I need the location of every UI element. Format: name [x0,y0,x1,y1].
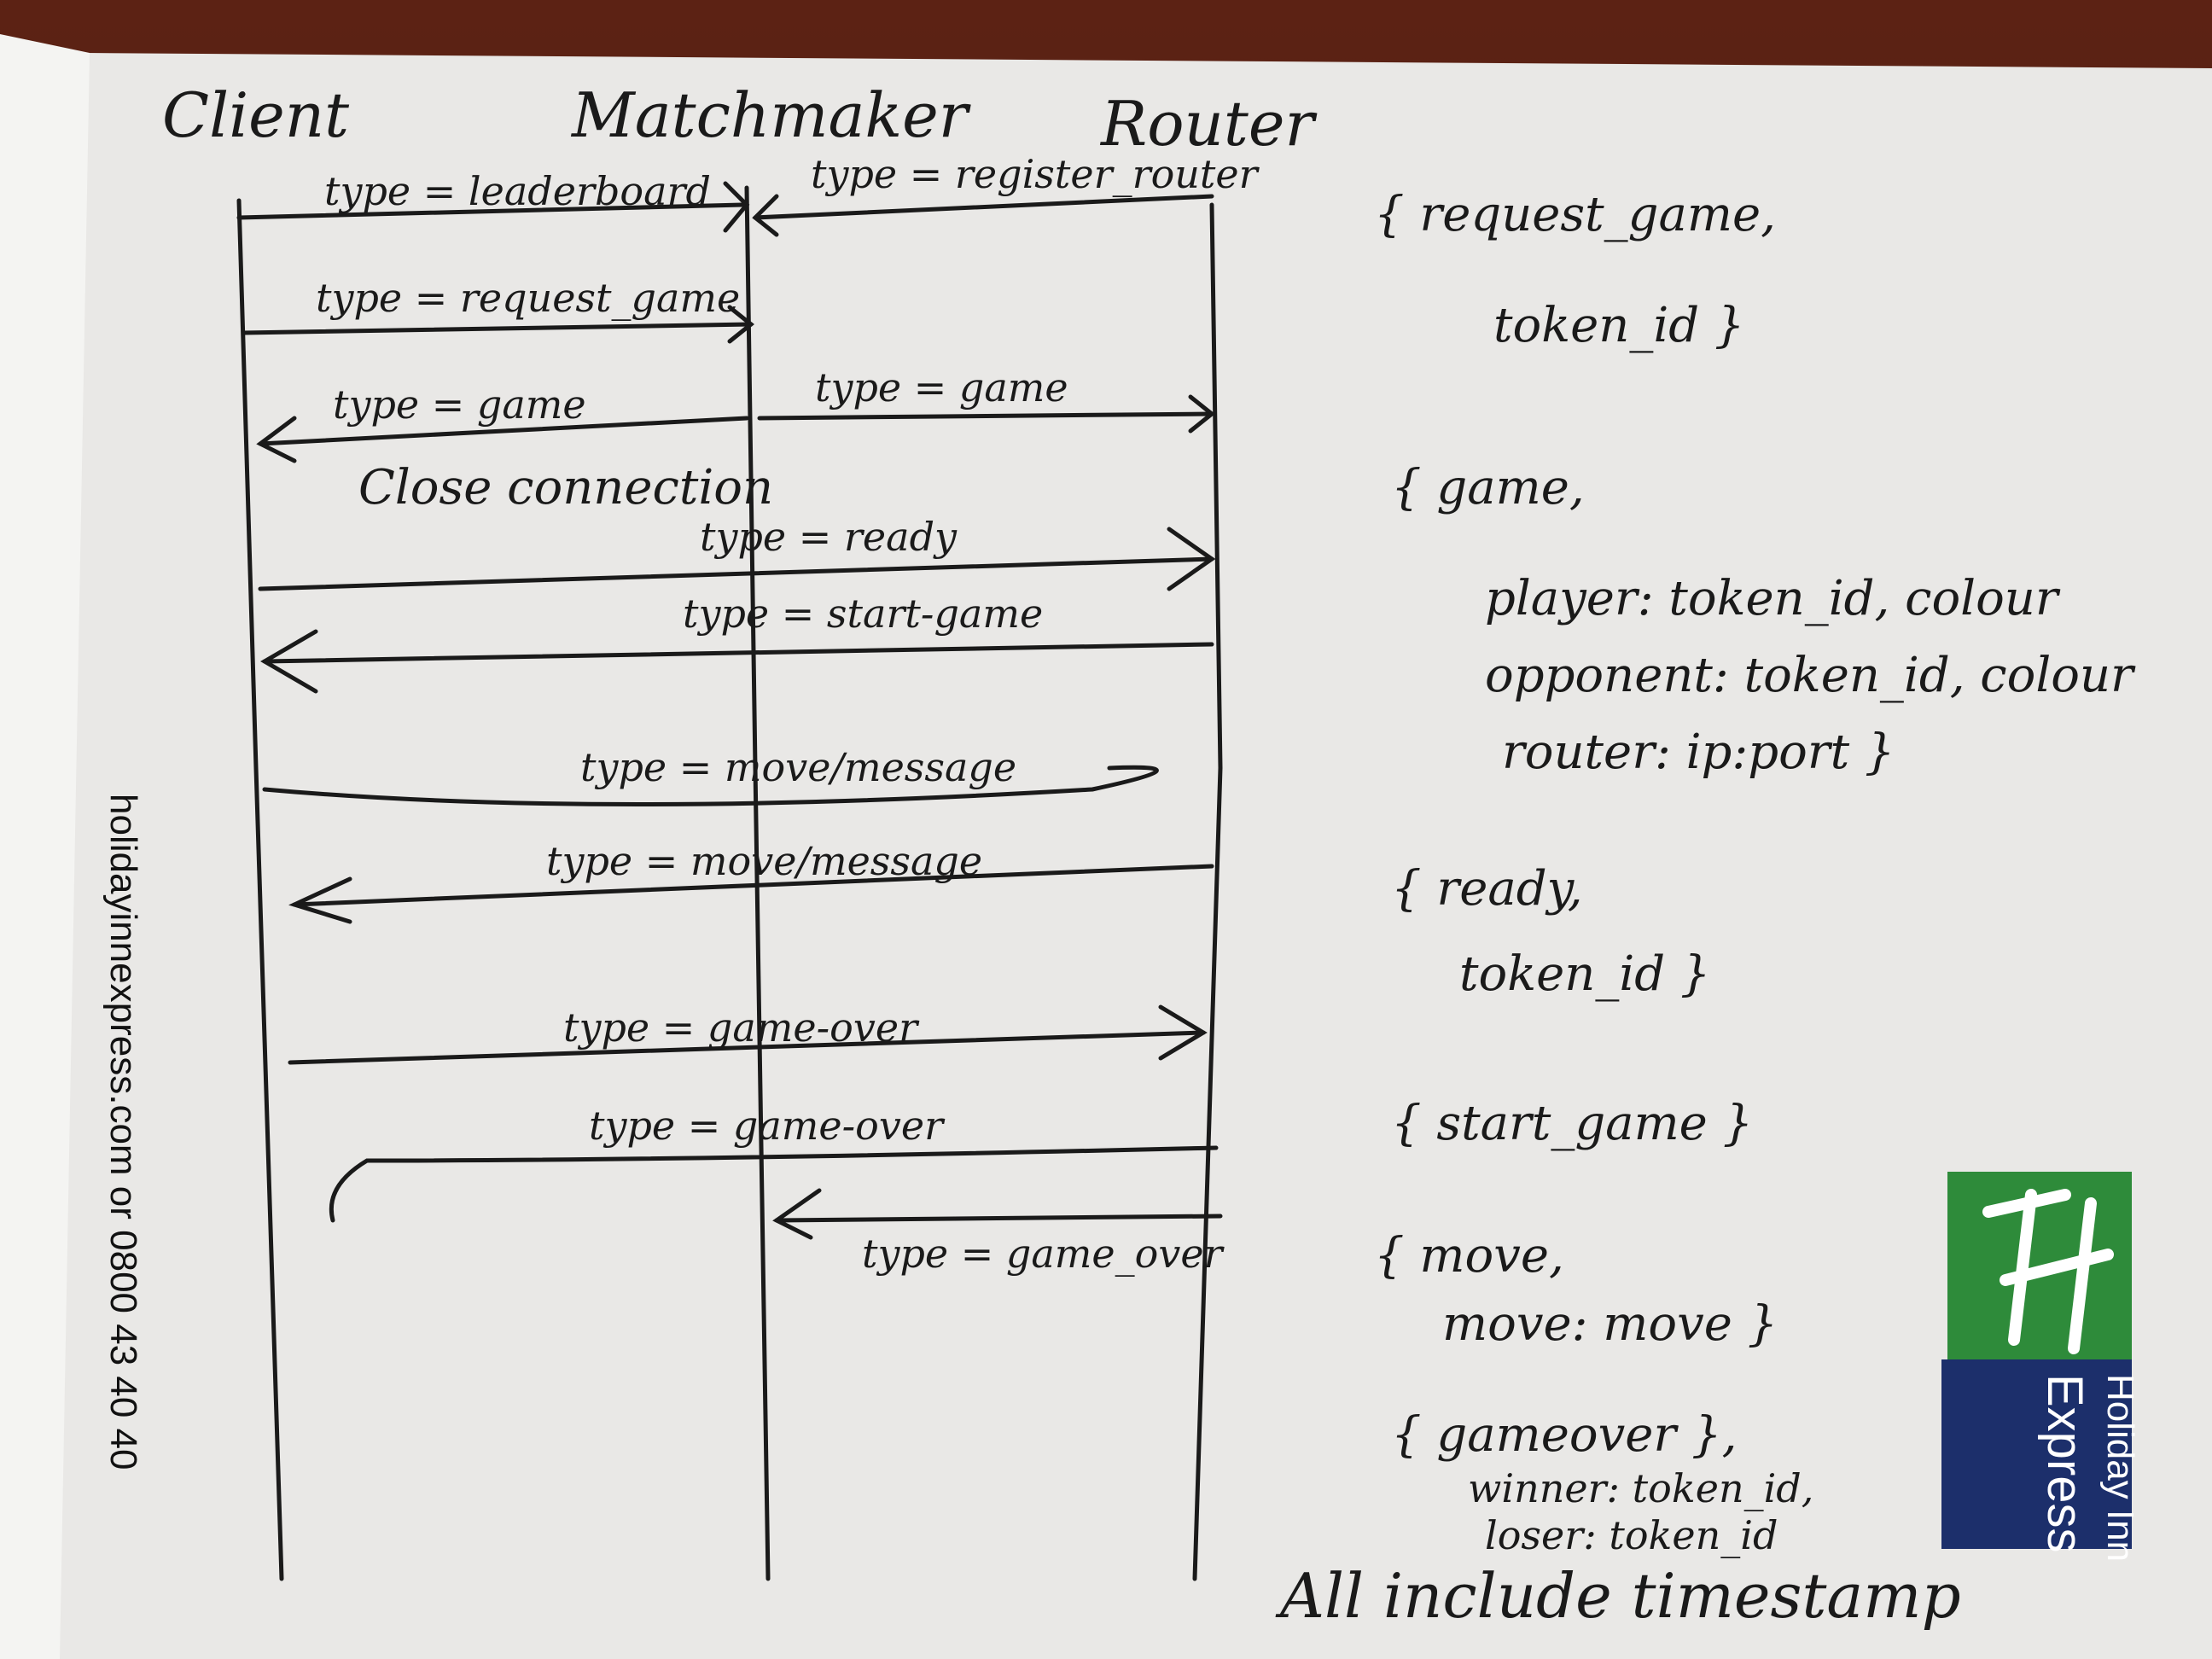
note-request-game-1: { request_game, [1374,187,1776,242]
svg-text:type = move/message: type = move/message [580,744,1016,790]
close-connection-label: Close connection [358,460,773,515]
note-game-1: { game, [1391,460,1585,515]
svg-text:type = move/message: type = move/message [546,838,982,884]
svg-text:type = request_game: type = request_game [316,275,740,321]
message-start-game: type = start-game [260,591,1214,694]
logo-line2: Express [2037,1374,2093,1553]
message-game-over-in: type = game-over [329,1103,1219,1223]
lifeline-label-client: Client [162,79,350,151]
message-ready: type = ready [258,514,1216,591]
message-game-to-router: type = game [757,364,1216,434]
svg-text:type = start-game: type = start-game [683,591,1043,637]
logo-navy-panel [1941,1359,2132,1549]
note-move-1: { move, [1374,1228,1564,1284]
lifeline-client [236,198,284,1581]
logo-line1: Holiday Inn [2099,1374,2141,1562]
lifeline-label-router: Router [1099,88,1317,160]
lifeline-router [1192,202,1223,1581]
message-register-router: type = register_router [752,151,1260,237]
lifeline-matchmaker [744,185,771,1581]
note-ready-2: token_id } [1459,946,1711,1002]
sidebar-text: holidayinnexpress.com or 0800 43 40 40 [102,794,144,1470]
message-game-to-client: type = game [256,381,749,463]
message-move-out: type = move/message [262,744,1159,806]
note-game-over-2: winner: token_id, [1468,1465,1813,1511]
message-game-over-mm: type = game_over [772,1188,1225,1277]
svg-text:type = game-over: type = game-over [589,1103,946,1149]
message-move-in: type = move/message [288,838,1214,924]
message-leaderboard: type = leaderboard [236,168,750,233]
note-move-2: move: move } [1442,1296,1778,1352]
holiday-inn-express-logo: Holiday Inn Express [1941,1172,2141,1562]
lifeline-label-matchmaker: Matchmaker [570,79,971,151]
notes-panel: { request_game, token_id } { game, playe… [1275,187,2136,1632]
message-game-over-out: type = game-over [288,1004,1208,1065]
svg-text:type = register_router: type = register_router [811,151,1260,197]
note-start-game: { start_game } [1391,1096,1753,1151]
logo-h-icon [1982,1189,2114,1354]
note-request-game-2: token_id } [1493,298,1745,353]
note-ready-1: { ready, [1391,861,1583,917]
note-game-4: router: ip:port } [1502,725,1895,780]
note-game-3: opponent: token_id, colour [1485,648,2136,703]
note-game-over-3: loser: token_id [1485,1512,1778,1558]
svg-text:type = game: type = game [815,364,1068,410]
note-game-over-1: { gameover }, [1391,1407,1737,1463]
note-game-2: player: token_id, colour [1485,571,2061,626]
svg-text:type = leaderboard: type = leaderboard [324,168,711,214]
note-all-include: All include timestamp [1275,1560,1961,1632]
svg-text:type = ready: type = ready [700,514,958,560]
binding-strip [0,34,90,1659]
svg-text:type = game_over: type = game_over [862,1231,1225,1277]
paper-sheet [51,53,2212,1659]
message-request-game: type = request_game [241,275,755,344]
svg-text:type = game-over: type = game-over [563,1004,920,1051]
svg-text:type = game: type = game [333,381,586,428]
